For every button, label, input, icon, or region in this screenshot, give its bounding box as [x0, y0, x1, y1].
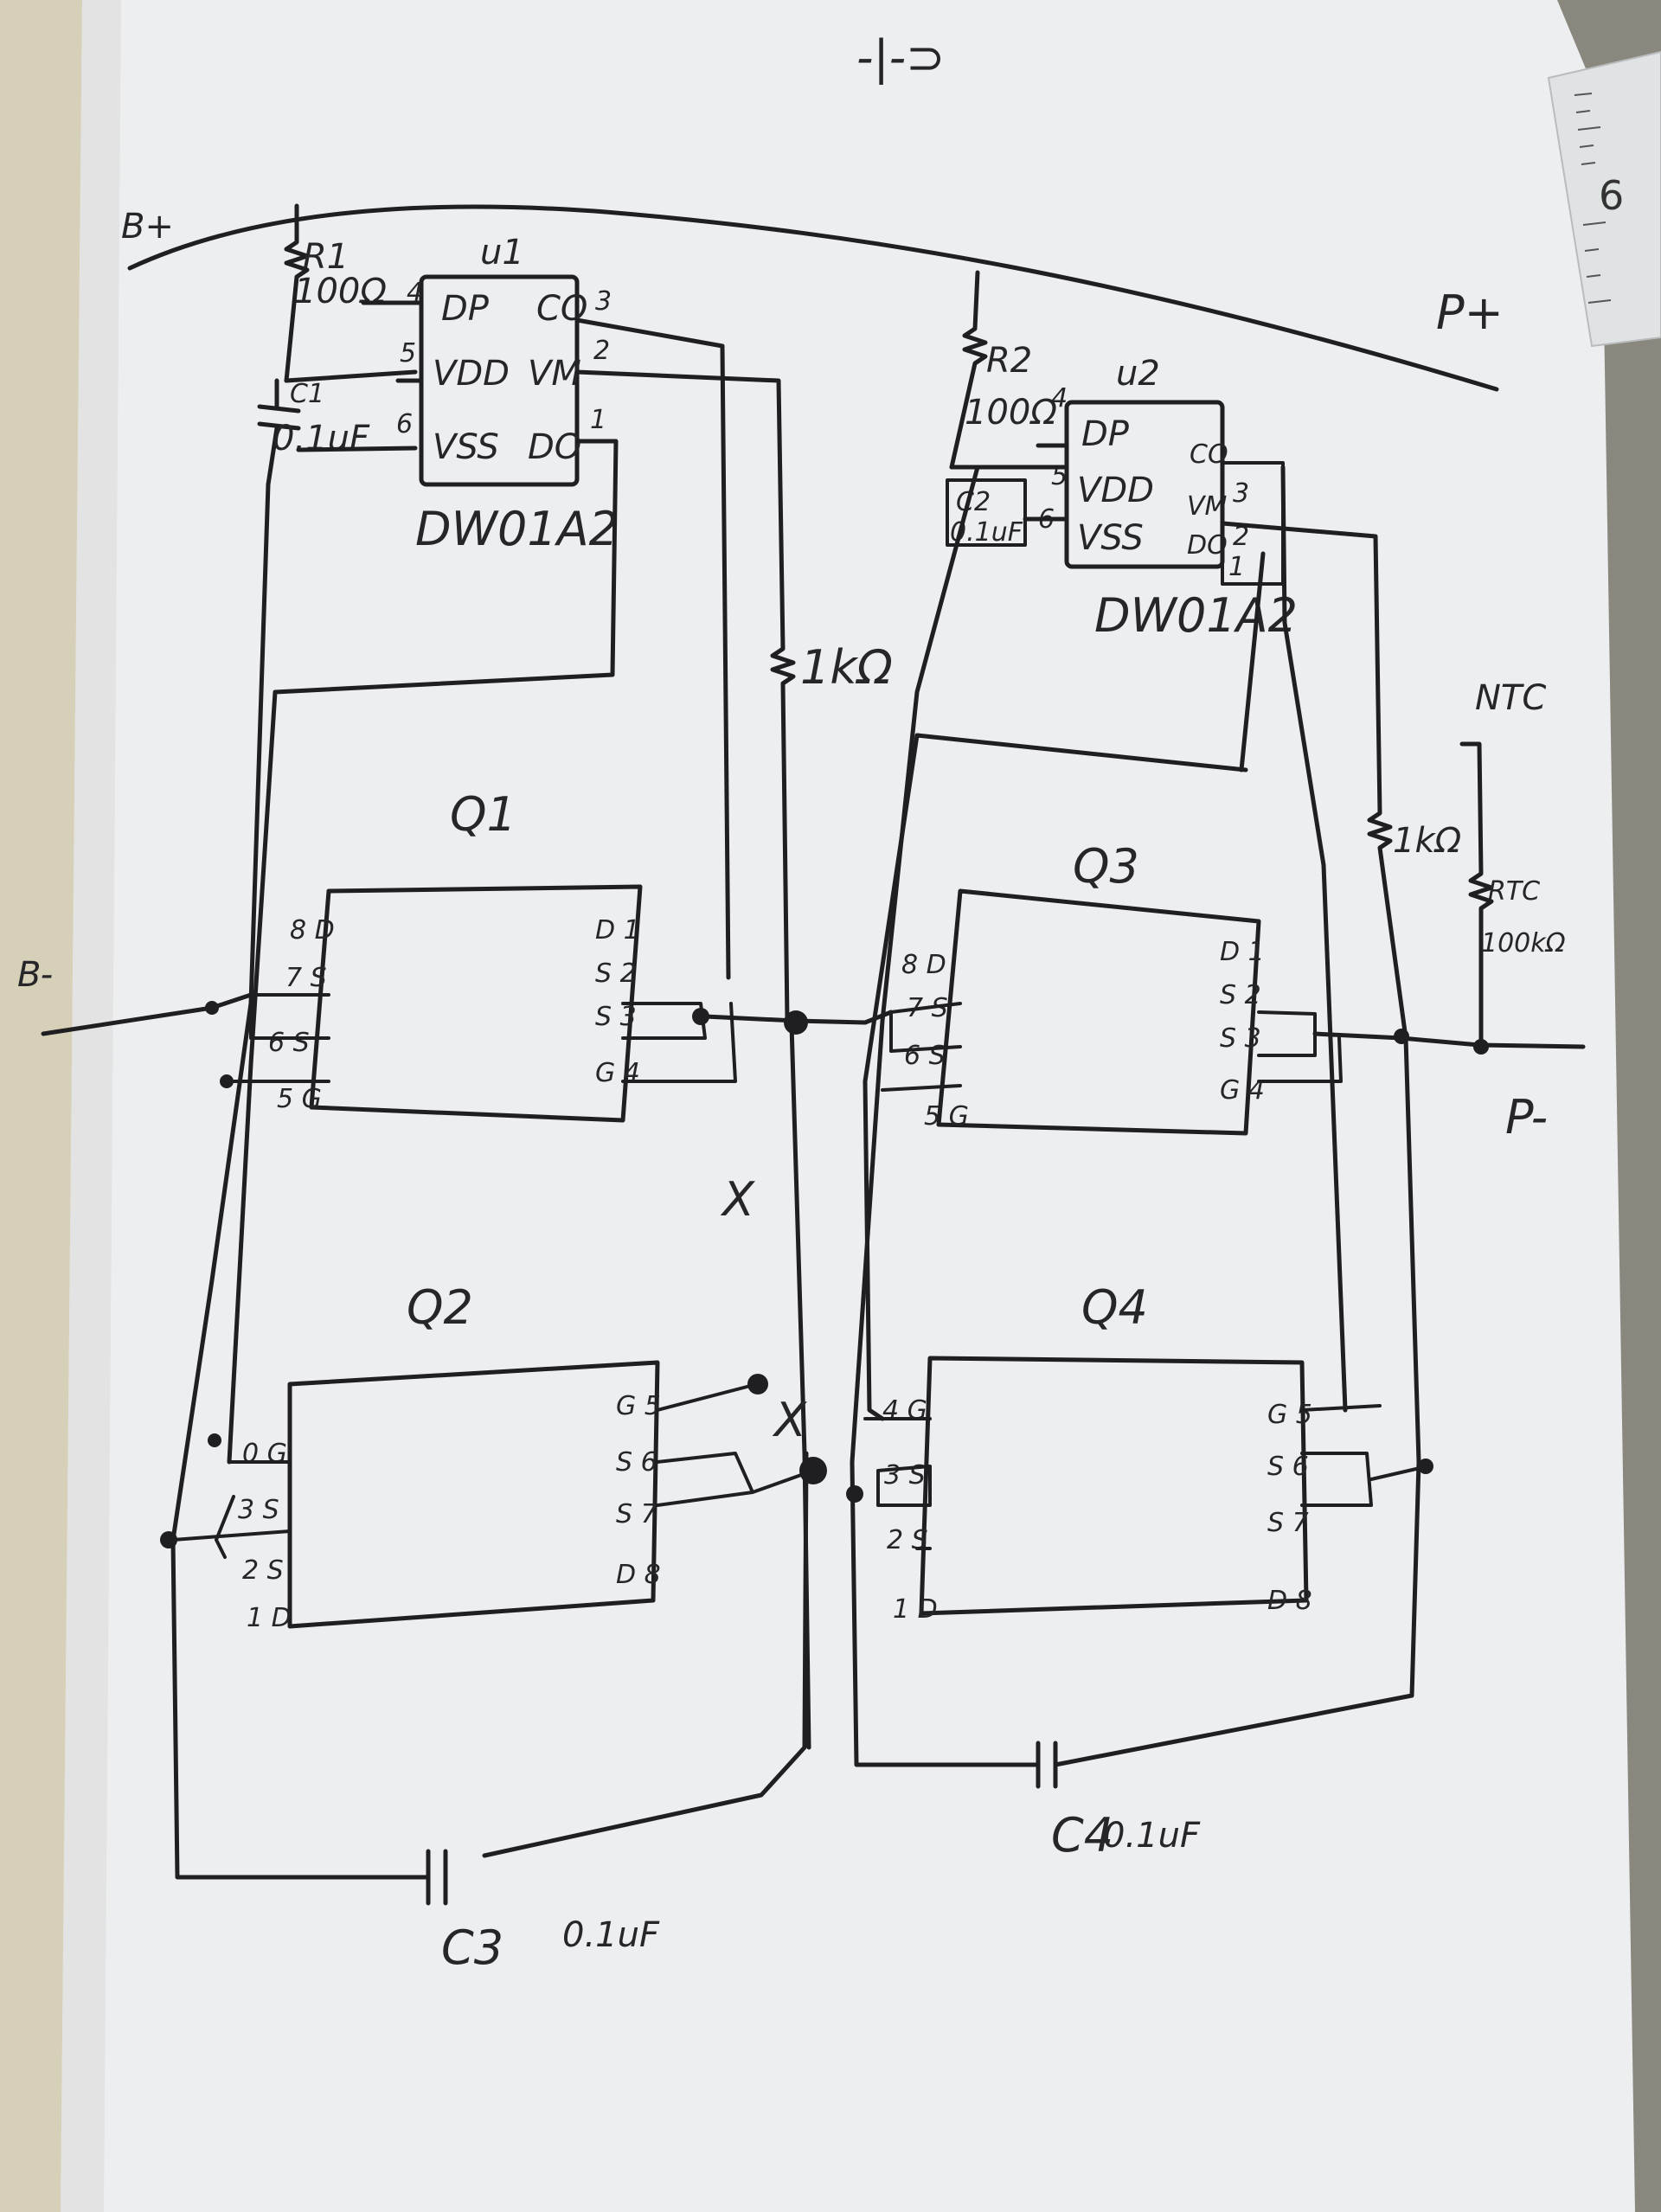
u1-pin4-num: 4	[407, 278, 423, 308]
u2-pin-vss: VSS	[1077, 518, 1144, 558]
q1-name: Q1	[450, 787, 516, 842]
u1-pin6-num: 6	[396, 409, 413, 439]
u2-pin2-num: 2	[1233, 522, 1249, 552]
q2-left-pin-2: 3 S	[238, 1495, 279, 1525]
q1-right-pin-1: D 1	[595, 915, 640, 946]
u2-pin3-num: 3	[1233, 478, 1249, 509]
c4-name: C4	[1051, 1808, 1113, 1863]
u1-pin-vm: VM	[528, 354, 581, 394]
ruler-label: 6	[1599, 172, 1624, 219]
u2-part: DW01A2	[1094, 588, 1298, 643]
u1-pin-vdd: VDD	[433, 354, 510, 394]
q4-right-pin-1: G 5	[1267, 1400, 1312, 1430]
q3-right-pin-2: S 2	[1220, 980, 1261, 1010]
q2-right-pin-4: D 8	[616, 1560, 661, 1590]
u1-part: DW01A2	[415, 502, 619, 556]
cross-mark-1: X	[720, 1172, 755, 1227]
q2-right-pin-1: G 5	[616, 1391, 661, 1421]
q3-right-pin-1: D 1	[1220, 937, 1265, 967]
u1-pin-vss: VSS	[433, 427, 499, 467]
q1-left-pin-4: 5 G	[277, 1084, 322, 1114]
q4-right-pin-3: S 7	[1267, 1508, 1309, 1538]
u2-pin1-num: 1	[1228, 552, 1245, 582]
ntc-label: RTC	[1488, 876, 1540, 907]
u2-pin4-num: 4	[1051, 383, 1068, 414]
c2-name: C2	[956, 487, 991, 517]
q1-right-pin-2: S 2	[595, 959, 637, 989]
r-1k-b-value: 1kΩ	[1393, 821, 1462, 861]
r-1k-a-value: 1kΩ	[800, 640, 893, 695]
u2-pin-dp: DP	[1081, 414, 1130, 454]
ntc-value: 100kΩ	[1481, 928, 1566, 959]
q2-right-pin-2: S 6	[616, 1447, 657, 1478]
u2-pin-vm: VM	[1187, 491, 1228, 522]
q1-right-pin-4: G 4	[595, 1058, 640, 1088]
p-plus-label: P+	[1436, 285, 1504, 340]
q3-left-pin-4: 5 G	[924, 1101, 969, 1132]
u1-name: u1	[480, 233, 524, 272]
q2-name: Q2	[407, 1280, 473, 1335]
q3-left-pin-3: 6 S	[904, 1041, 946, 1071]
r1-value: 100Ω	[294, 272, 387, 311]
u1-pin2-num: 2	[593, 336, 610, 366]
q2-mosfet: Q2 0 G 3 S 2 S 1 D G 5 S 6 S 7 D 8	[171, 1280, 815, 1633]
r2-name: R2	[986, 341, 1032, 381]
q4-mosfet: Q4 4 G 3 S 2 S 1 D G 5 S 6 S 7 D 8	[863, 1280, 1429, 1625]
r1-name: R1	[303, 237, 349, 277]
q1-left-pin-3: 6 S	[268, 1028, 310, 1058]
top-mark: -|-⊃	[856, 30, 945, 85]
ntc-name: NTC	[1475, 678, 1546, 718]
q4-right-pin-2: S 6	[1267, 1452, 1309, 1482]
q3-right-pin-3: S 3	[1220, 1023, 1261, 1054]
b-plus-label: B+	[121, 207, 174, 247]
r2-value: 100Ω	[965, 393, 1057, 433]
c3-value: 0.1uF	[562, 1915, 660, 1955]
u1-pin3-num: 3	[595, 286, 612, 317]
q3-mosfet: Q3 8 D 7 S 6 S 5 G D 1 S 2 S 3 G 4	[881, 839, 1343, 1136]
q3-left-pin-1: 8 D	[901, 950, 946, 980]
q1-left-pin-2: 7 S	[285, 963, 327, 993]
c1-value: 0.1uF	[273, 419, 370, 458]
q2-left-pin-4: 1 D	[247, 1603, 292, 1633]
q4-left-pin-4: 1 D	[893, 1594, 938, 1625]
u2-pin-vdd: VDD	[1077, 471, 1154, 510]
q2-left-pin-3: 2 S	[242, 1555, 284, 1586]
u1-pin1-num: 1	[590, 405, 606, 435]
u2-name: u2	[1116, 354, 1160, 394]
c1-name: C1	[290, 379, 324, 409]
q4-name: Q4	[1081, 1280, 1148, 1335]
u2-chip: u2 DP VDD VSS CO VM DO 4 5 6 3 2 1 DW01A…	[1038, 354, 1298, 643]
q4-right-pin-4: D 8	[1267, 1586, 1312, 1616]
ruler: 6	[1547, 50, 1661, 348]
q2-left-pin-1: 0 G	[242, 1439, 287, 1469]
q1-left-pin-1: 8 D	[290, 915, 335, 946]
q4-left-pin-3: 2 S	[887, 1525, 928, 1555]
ntc-thermistor: NTC RTC 100kΩ	[1459, 678, 1566, 1049]
q3-right-pin-4: G 4	[1220, 1075, 1265, 1106]
cross-mark-2: X	[772, 1393, 807, 1447]
u2-pin-do: DO	[1187, 530, 1228, 561]
c3-name: C3	[441, 1920, 503, 1975]
q2-right-pin-3: S 7	[616, 1499, 657, 1529]
u1-pin-dp: DP	[441, 289, 490, 329]
q1-right-pin-3: S 3	[595, 1002, 637, 1032]
b-minus-label: B-	[17, 955, 53, 995]
u1-pin-do: DO	[528, 427, 581, 467]
q4-left-pin-1: 4 G	[882, 1395, 927, 1426]
p-minus-label: P-	[1505, 1090, 1548, 1144]
notebook-page	[61, 0, 1635, 2212]
u1-pin5-num: 5	[400, 338, 416, 369]
q4-left-pin-2: 3 S	[884, 1460, 926, 1491]
q1-mosfet: Q1 8 D 7 S 6 S 5 G D 1 S 2 S 3 G 4	[223, 787, 737, 1123]
c4-value: 0.1uF	[1103, 1816, 1201, 1856]
q3-name: Q3	[1073, 839, 1139, 894]
